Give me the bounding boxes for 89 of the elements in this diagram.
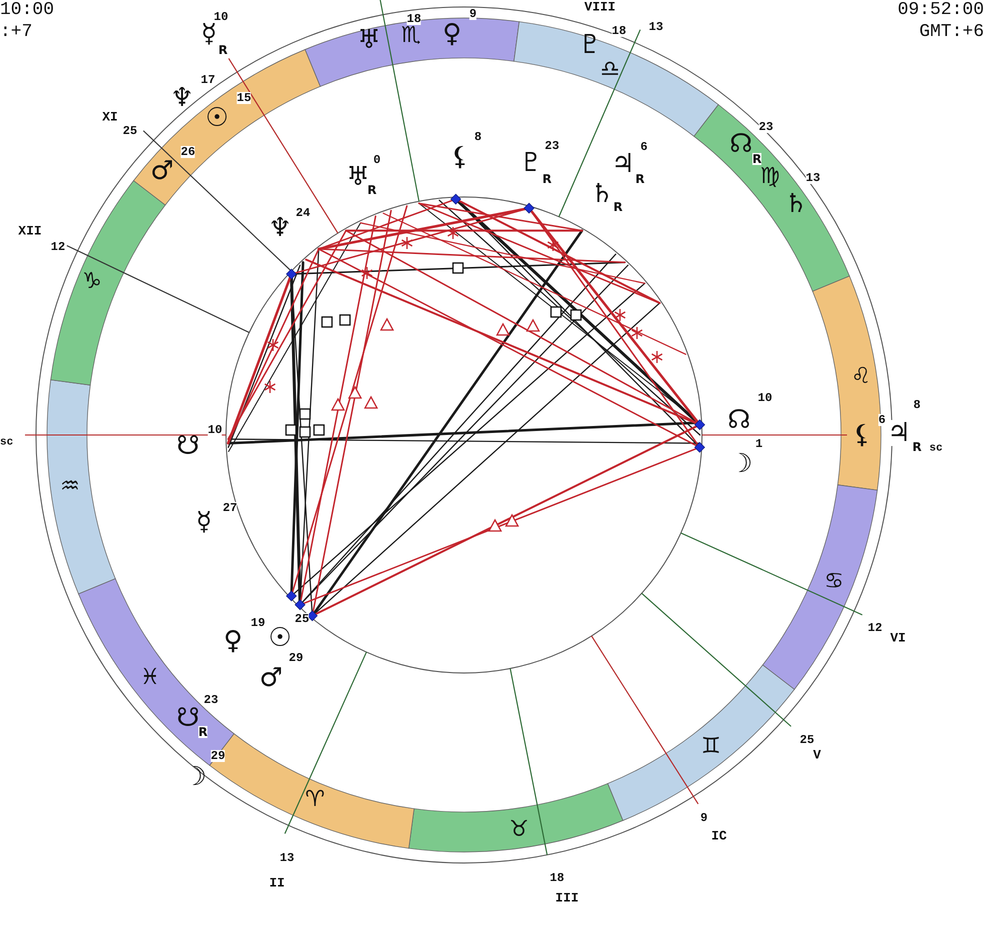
degree-number: 25 — [294, 613, 310, 625]
timezone-label: :+7 — [0, 23, 32, 41]
house-numeral: XI — [102, 110, 118, 124]
degree-number: 29 — [210, 750, 226, 762]
zodiac-sign-symbol: ♌ — [851, 366, 871, 388]
degree-number: 8 — [913, 399, 921, 411]
house-numeral: XII — [18, 224, 42, 238]
planet-symbol: ☽ — [183, 764, 207, 790]
degree-number: 27 — [222, 502, 238, 514]
house-numeral: V — [813, 748, 821, 762]
degree-number: 0 — [373, 154, 381, 166]
planet-symbol: ☋ — [176, 705, 200, 731]
house-numeral: II — [269, 876, 285, 890]
degree-number: 23 — [758, 121, 774, 133]
degree-number: 29 — [288, 652, 304, 664]
zodiac-sign-symbol: ♑ — [82, 271, 102, 293]
degree-number: 13 — [806, 172, 820, 184]
planet-symbol: ♇ — [578, 32, 602, 58]
retrograde-mark: R — [635, 173, 645, 185]
planet-symbol: ☉ — [268, 625, 292, 651]
degree-number: 12 — [50, 241, 66, 253]
time-label: 09:52:00 — [898, 1, 984, 19]
degree-number: 23 — [204, 694, 218, 706]
zodiac-sign-symbol: ♉ — [509, 819, 529, 841]
zodiac-sign-symbol: ♏ — [401, 25, 421, 47]
timezone-label: GMT:+6 — [919, 23, 984, 41]
degree-number: 6 — [878, 414, 886, 426]
degree-number: 9 — [469, 8, 477, 20]
degree-number: 15 — [236, 92, 252, 104]
house-numeral: VI — [890, 632, 906, 644]
degree-number: 25 — [800, 734, 814, 746]
planet-symbol: ☿ — [196, 509, 212, 535]
house-numeral: III — [555, 892, 579, 904]
planet-symbol: ♀ — [223, 628, 243, 654]
degree-number: 19 — [250, 617, 266, 629]
degree-number: 24 — [296, 207, 310, 219]
degree-number: 17 — [200, 74, 216, 86]
house-numeral: VIII — [584, 0, 616, 14]
zodiac-sign-symbol: ♈ — [305, 789, 325, 811]
planet-symbol: ☽ — [729, 451, 753, 477]
degree-number: 9 — [700, 812, 708, 824]
planet-symbol: ⚸ — [450, 144, 470, 170]
retrograde-mark: R — [912, 441, 922, 453]
degree-number: 26 — [180, 146, 196, 158]
planet-symbol: ☊ — [727, 407, 751, 433]
planet-symbol: ♅ — [357, 27, 381, 53]
planet-symbol: ♄ — [784, 191, 808, 217]
planet-symbol: ☋ — [176, 433, 200, 459]
planet-symbol: ⚸ — [852, 422, 872, 448]
planet-symbol: ☉ — [205, 105, 229, 131]
zodiac-sign-symbol: ♒ — [60, 476, 80, 498]
degree-number: 10 — [214, 11, 228, 23]
zodiac-sign-symbol: ♓ — [140, 667, 160, 689]
retrograde-mark: R — [752, 153, 762, 165]
planet-symbol: ♄ — [590, 181, 614, 207]
degree-number: 10 — [208, 424, 222, 436]
retrograde-mark: R — [613, 201, 623, 213]
planet-symbol: ♆ — [170, 85, 194, 111]
planet-symbol: ♆ — [268, 215, 292, 241]
degree-number: 25 — [122, 125, 138, 137]
planet-symbol: ♃ — [611, 151, 635, 177]
degree-number: 18 — [550, 872, 564, 884]
degree-number: 23 — [544, 140, 560, 152]
degree-number: 8 — [474, 131, 482, 143]
planet-symbol: ☿ — [201, 21, 217, 47]
zodiac-sign-symbol: ♍ — [760, 166, 780, 188]
house-numeral: IC — [711, 830, 727, 842]
zodiac-sign-symbol: ♊ — [701, 736, 721, 758]
degree-number: 12 — [868, 622, 882, 634]
planet-symbol: ♂ — [150, 158, 174, 184]
degree-number: 13 — [648, 21, 664, 33]
retrograde-mark: R — [198, 726, 208, 738]
planet-symbol: ♇ — [519, 150, 543, 176]
degree-number: 1 — [755, 438, 763, 450]
zodiac-sign-symbol: ♎ — [600, 59, 620, 81]
degree-number: 18 — [612, 25, 626, 37]
time-label: 10:00 — [0, 1, 54, 19]
zodiac-sign-symbol: ♋ — [824, 571, 844, 593]
planet-symbol: ♂ — [259, 665, 283, 691]
planet-symbol: ☊ — [729, 131, 753, 157]
degree-number: 6 — [640, 141, 648, 153]
retrograde-mark: R — [367, 184, 377, 196]
planet-symbol: ♅ — [346, 164, 370, 190]
retrograde-mark: R — [542, 173, 552, 185]
degree-number: 10 — [758, 392, 772, 404]
retrograde-mark: R — [218, 44, 228, 56]
degree-number: 13 — [280, 852, 294, 864]
planet-symbol: ♀ — [442, 21, 462, 47]
degree-number: 18 — [406, 13, 422, 25]
